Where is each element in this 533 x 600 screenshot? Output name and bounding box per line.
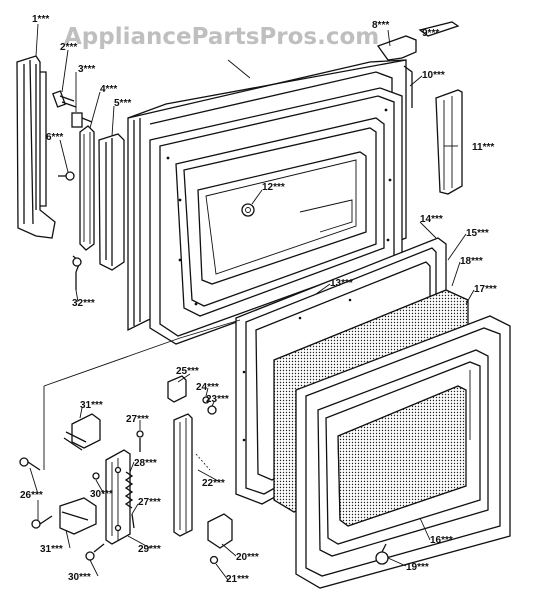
label-29: 29*** xyxy=(138,544,161,555)
leader-lines xyxy=(29,23,475,581)
label-32: 32*** xyxy=(72,298,95,309)
label-10: 10*** xyxy=(422,70,445,81)
label-25: 25*** xyxy=(176,366,199,377)
label-4: 4*** xyxy=(100,84,117,95)
side-strip-part xyxy=(435,89,463,195)
hinge-rail-part xyxy=(167,375,233,565)
label-16: 16*** xyxy=(430,535,453,546)
label-30-lower: 30*** xyxy=(68,572,91,583)
callout-labels: 1*** 2*** 3*** 4*** 5*** 6*** 8*** 9*** … xyxy=(20,14,497,585)
label-12: 12*** xyxy=(262,182,285,193)
label-23: 23*** xyxy=(206,394,229,405)
handle-screws-part xyxy=(52,90,93,181)
label-18: 18*** xyxy=(460,256,483,267)
label-27-upper: 27*** xyxy=(126,414,149,425)
label-19: 19*** xyxy=(406,562,429,573)
top-bracket-part xyxy=(376,21,460,108)
label-22: 22*** xyxy=(202,478,225,489)
label-1: 1*** xyxy=(32,14,49,25)
label-30-upper: 30*** xyxy=(90,489,113,500)
watermark-text: AppliancePartsPros.com xyxy=(64,24,379,50)
window-frame-16 xyxy=(295,315,511,589)
label-28: 28*** xyxy=(134,458,157,469)
label-21: 21*** xyxy=(226,574,249,585)
label-26: 26*** xyxy=(20,490,43,501)
door-handle-part xyxy=(16,55,56,239)
nut-12-part xyxy=(241,203,255,217)
label-6: 6*** xyxy=(46,132,63,143)
label-2: 2*** xyxy=(60,42,77,53)
screw-32-part xyxy=(72,255,82,290)
label-14: 14*** xyxy=(420,214,443,225)
label-31-lower: 31*** xyxy=(40,544,63,555)
label-17: 17*** xyxy=(474,284,497,295)
label-24: 24*** xyxy=(196,382,219,393)
label-13: 13*** xyxy=(330,278,353,289)
handle-channel-part xyxy=(98,133,125,271)
label-15: 15*** xyxy=(466,228,489,239)
hinge-assembly xyxy=(19,413,144,561)
label-27-lower: 27*** xyxy=(138,497,161,508)
label-11: 11*** xyxy=(472,142,494,153)
trim-strip-part xyxy=(79,125,95,251)
label-9: 9*** xyxy=(422,28,439,39)
label-20: 20*** xyxy=(236,552,259,563)
label-3: 3*** xyxy=(78,64,95,75)
label-8: 8*** xyxy=(372,20,389,31)
label-31-upper: 31*** xyxy=(80,400,103,411)
label-5: 5*** xyxy=(114,98,131,109)
